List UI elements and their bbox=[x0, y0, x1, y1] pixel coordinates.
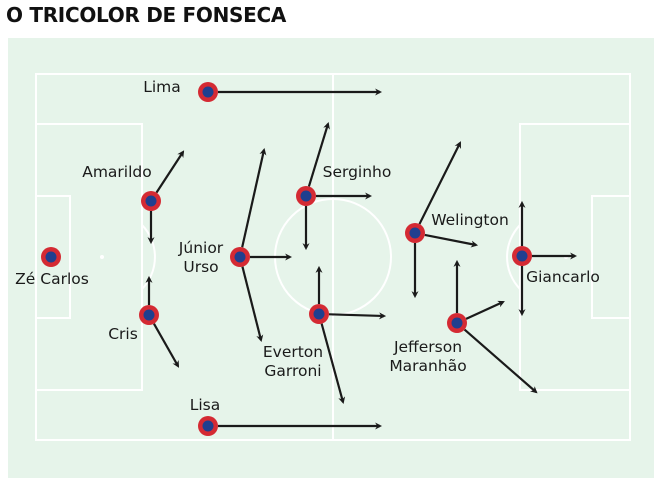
movement-arrow-junior-urso-3 bbox=[241, 266, 264, 343]
movement-arrow-serginho-1 bbox=[307, 121, 330, 187]
player-label-serginho: Serginho bbox=[323, 163, 392, 181]
movement-arrow-amarildo-1 bbox=[155, 150, 185, 194]
player-label-line: Garroni bbox=[264, 362, 321, 380]
movement-arrow-everton-garroni-3 bbox=[320, 323, 346, 405]
player-label-line: Giancarlo bbox=[526, 268, 600, 286]
player-label-line: Cris bbox=[108, 325, 138, 343]
player-label-line: Maranhão bbox=[389, 357, 466, 375]
player-label-lima: Lima bbox=[143, 78, 181, 96]
player-marker-lisa bbox=[198, 416, 218, 436]
player-label-line: Everton bbox=[263, 343, 323, 361]
diagram-title: O TRICOLOR DE FONSECA bbox=[6, 3, 287, 27]
player-label-lisa: Lisa bbox=[190, 396, 221, 414]
player-label-amarildo: Amarildo bbox=[82, 163, 152, 181]
player-label-line: Zé Carlos bbox=[15, 270, 89, 288]
movement-arrow-welington-1 bbox=[418, 141, 461, 225]
player-marker-ze-carlos bbox=[41, 247, 61, 267]
player-label-line: Amarildo bbox=[82, 163, 152, 181]
pitch-surface bbox=[8, 38, 654, 478]
player-marker-serginho bbox=[296, 186, 316, 206]
player-label-line: Lima bbox=[143, 78, 181, 96]
player-marker-amarildo bbox=[141, 191, 161, 211]
player-marker-junior-urso bbox=[230, 247, 250, 267]
movement-arrow-cris-2 bbox=[152, 323, 180, 368]
movement-arrow-welington-2 bbox=[424, 233, 479, 248]
player-label-line: Welington bbox=[431, 211, 509, 229]
player-marker-welington bbox=[405, 223, 425, 243]
right-goal-area bbox=[591, 195, 631, 319]
player-marker-lima bbox=[198, 82, 218, 102]
player-label-cris: Cris bbox=[108, 325, 138, 343]
movement-arrow-everton-garroni-2 bbox=[328, 312, 387, 320]
left-penalty-spot bbox=[100, 255, 104, 259]
player-label-line: Serginho bbox=[323, 163, 392, 181]
movement-arrow-jefferson-maranhao-2 bbox=[465, 300, 505, 320]
player-label-ze-carlos: Zé Carlos bbox=[15, 270, 89, 288]
player-label-line: Jefferson bbox=[393, 338, 462, 356]
left-goal-area bbox=[35, 195, 71, 319]
player-label-line: Urso bbox=[183, 258, 218, 276]
player-marker-cris bbox=[139, 305, 159, 325]
movement-arrow-jefferson-maranhao-3 bbox=[463, 328, 538, 394]
player-label-line: Júnior bbox=[178, 239, 224, 257]
pitch bbox=[8, 38, 654, 478]
player-label-welington: Welington bbox=[431, 211, 509, 229]
player-marker-jefferson-maranhao bbox=[447, 313, 467, 333]
movement-arrow-junior-urso-1 bbox=[241, 147, 267, 248]
players bbox=[41, 82, 532, 436]
player-marker-giancarlo bbox=[512, 246, 532, 266]
player-label-line: Lisa bbox=[190, 396, 221, 414]
player-marker-everton-garroni bbox=[309, 304, 329, 324]
right-penalty-arc bbox=[506, 224, 521, 290]
movement-arrows bbox=[145, 88, 578, 430]
player-label-giancarlo: Giancarlo bbox=[526, 268, 600, 286]
